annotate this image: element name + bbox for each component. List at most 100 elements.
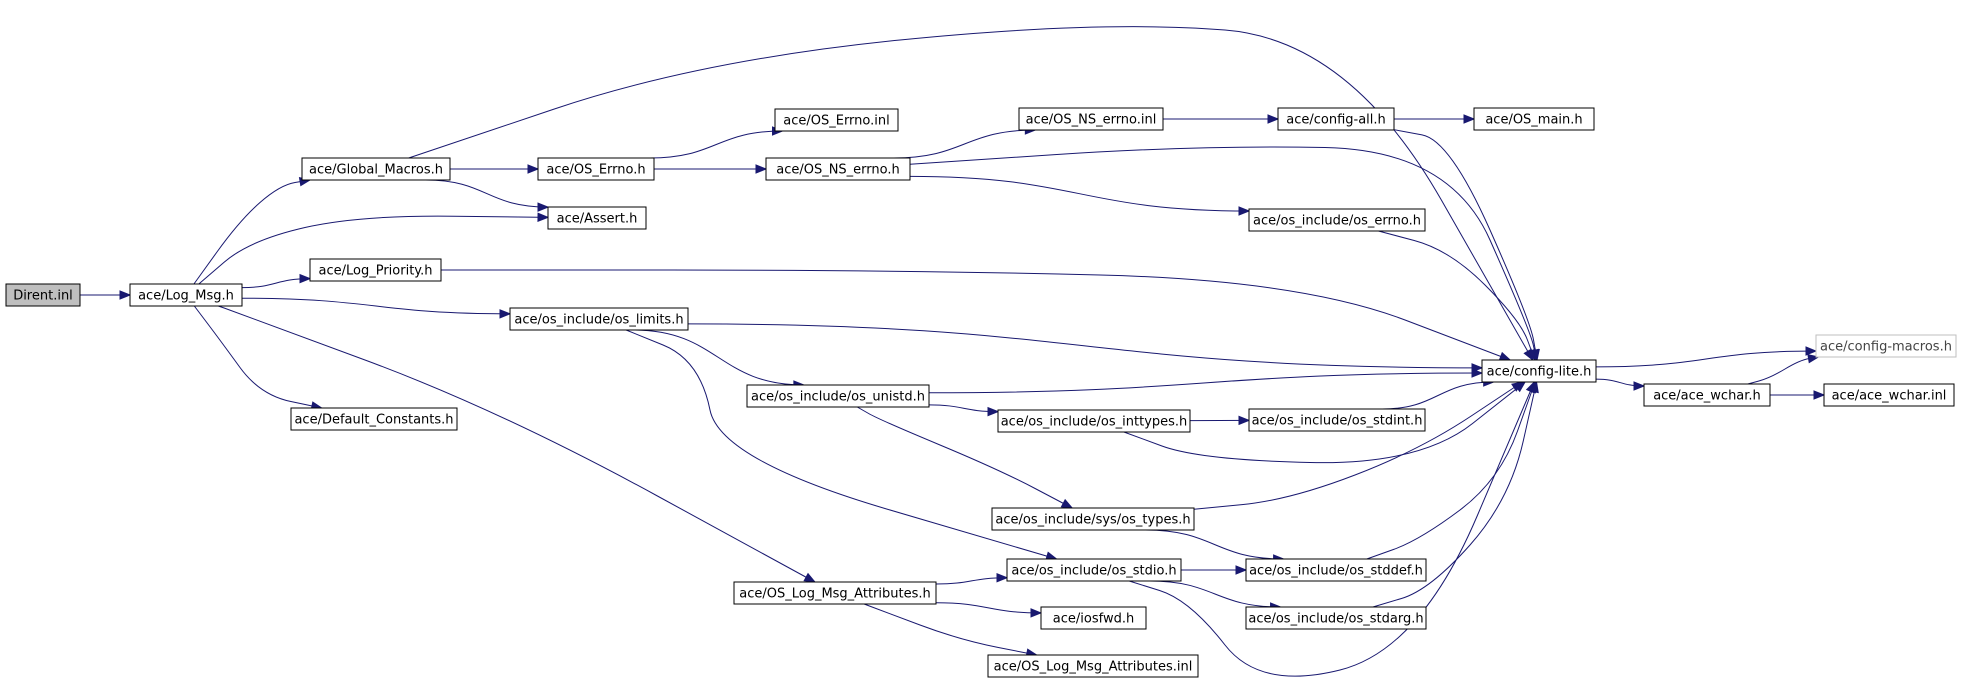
arrowhead — [1267, 114, 1280, 124]
graph-node-assert[interactable]: ace/Assert.h — [547, 206, 647, 230]
arrowhead — [1511, 381, 1524, 392]
graph-node-iosfwd[interactable]: ace/iosfwd.h — [1040, 606, 1147, 630]
graph-node-osstdint[interactable]: ace/os_include/os_stdint.h — [1248, 408, 1426, 432]
graph-node-osstdarg[interactable]: ace/os_include/os_stdarg.h — [1245, 606, 1427, 630]
graph-node-acewchar[interactable]: ace/ace_wchar.h — [1643, 383, 1771, 407]
edge-line — [198, 215, 549, 285]
graph-node-osunistd[interactable]: ace/os_include/os_unistd.h — [746, 384, 930, 408]
graph-node-globalmacros[interactable]: ace/Global_Macros.h — [301, 157, 451, 181]
edge-line — [1123, 381, 1526, 464]
graph-edge-configall-to-osmain — [1394, 114, 1476, 124]
edge-line — [1366, 381, 1536, 560]
graph-node-box — [509, 307, 689, 331]
graph-node-defaultconstants[interactable]: ace/Default_Constants.h — [290, 407, 458, 431]
graph-node-systypes[interactable]: ace/os_include/sys/os_types.h — [991, 507, 1195, 531]
graph-edge-configlite-to-acewchar — [1595, 378, 1646, 391]
arrowhead — [1813, 390, 1826, 400]
graph-edge-osstdint-to-configlite — [1382, 377, 1495, 410]
graph-node-label: ace/Assert.h — [557, 212, 638, 227]
graph-node-osstddef[interactable]: ace/os_include/os_stddef.h — [1245, 558, 1427, 582]
graph-edge-osnserrno-to-osnserrnoinl — [893, 125, 1037, 159]
graph-edge-oserrno-to-oserrnoinl — [649, 126, 784, 159]
arrowhead — [1060, 498, 1074, 509]
graph-node-osinttypes[interactable]: ace/os_include/os_inttypes.h — [997, 409, 1191, 433]
graph-node-box — [1245, 606, 1427, 630]
arrowhead — [755, 164, 768, 174]
graph-node-label: ace/OS_NS_errno.h — [776, 163, 900, 178]
edge-line — [909, 175, 1250, 212]
graph-node-oslimits[interactable]: ace/os_include/os_limits.h — [509, 307, 689, 331]
arrowhead — [499, 309, 512, 319]
graph-node-label: ace/os_include/os_stdarg.h — [1248, 612, 1423, 627]
graph-node-box — [547, 206, 647, 230]
graph-node-oserrno[interactable]: ace/OS_Errno.h — [537, 157, 655, 181]
graph-edge-logmsg-to-defaultconstants — [193, 305, 324, 411]
graph-node-label: ace/Global_Macros.h — [309, 163, 443, 178]
graph-node-label: ace/config-macros.h — [1820, 340, 1952, 355]
graph-edge-osinttypes-to-osstdint — [1189, 415, 1251, 426]
graph-node-oserrnoinl[interactable]: ace/OS_Errno.inl — [774, 108, 899, 132]
edge-line — [425, 179, 549, 208]
graph-node-box — [5, 283, 81, 307]
graph-edge-osstdio-to-osstddef — [1181, 565, 1248, 575]
edge-line — [1747, 356, 1819, 385]
graph-node-label: ace/os_include/os_stddef.h — [1249, 564, 1423, 579]
graph-node-logpriority[interactable]: ace/Log_Priority.h — [309, 258, 442, 282]
graph-node-label: ace/os_include/os_errno.h — [1253, 214, 1421, 229]
arrowhead — [996, 572, 1009, 583]
graph-node-label: ace/OS_main.h — [1485, 113, 1582, 128]
graph-node-label: ace/Log_Msg.h — [138, 289, 234, 304]
arrowhead — [803, 572, 817, 583]
edge-line — [893, 129, 1036, 159]
graph-node-acewcharinl[interactable]: ace/ace_wchar.inl — [1823, 383, 1955, 407]
graph-edge-oslogmsgattr-to-oslogmsgattrinl — [863, 603, 1039, 658]
graph-node-box — [129, 283, 243, 307]
graph-node-configlite[interactable]: ace/config-lite.h — [1481, 359, 1597, 383]
graph-node-oslogmsgattrinl[interactable]: ace/OS_Log_Msg_Attributes.inl — [987, 654, 1199, 678]
graph-node-osmain[interactable]: ace/OS_main.h — [1473, 107, 1595, 131]
edge-line — [193, 179, 311, 285]
graph-node-box — [1815, 334, 1957, 358]
graph-node-box — [1248, 208, 1426, 232]
graph-edge-osunistd-to-configlite — [928, 368, 1484, 394]
graph-edge-acewchar-to-acewcharinl — [1769, 390, 1826, 400]
edge-line — [1372, 381, 1538, 608]
graph-edge-osnserrno-to-oserrnoh — [909, 175, 1251, 216]
graph-node-oslogmsgattr[interactable]: ace/OS_Log_Msg_Attributes.h — [733, 581, 937, 605]
graph-edge-logmsg-to-logpriority — [241, 273, 312, 289]
edge-line — [909, 146, 1538, 361]
edge-line — [1145, 529, 1284, 560]
arrowhead — [1238, 206, 1251, 216]
arrowhead — [1526, 348, 1536, 362]
graph-node-label: ace/os_include/sys/os_types.h — [995, 513, 1190, 528]
graph-node-box — [1473, 107, 1595, 131]
graph-node-oserrnoh[interactable]: ace/os_include/os_errno.h — [1248, 208, 1426, 232]
edge-line — [1378, 230, 1536, 361]
graph-node-box — [1018, 107, 1164, 131]
graph-node-box — [1643, 383, 1771, 407]
graph-node-box — [1248, 408, 1426, 432]
graph-node-box — [991, 507, 1195, 531]
graph-edge-osstdarg-to-configlite — [1372, 380, 1539, 608]
graph-edge-logmsg-to-assert — [198, 212, 550, 285]
edge-line — [928, 372, 1483, 394]
graph-node-box — [309, 258, 442, 282]
edge-line — [241, 297, 511, 315]
arrowhead — [1498, 351, 1512, 361]
graph-edge-osunistd-to-systypes — [857, 406, 1074, 509]
arrowhead — [299, 273, 312, 284]
graph-node-configall[interactable]: ace/config-all.h — [1277, 107, 1395, 131]
graph-node-logmsg[interactable]: ace/Log_Msg.h — [129, 283, 243, 307]
graph-node-osnserrnoinl[interactable]: ace/OS_NS_errno.inl — [1018, 107, 1164, 131]
graph-node-osstdio[interactable]: ace/os_include/os_stdio.h — [1006, 558, 1182, 582]
graph-node-osnserrno[interactable]: ace/OS_NS_errno.h — [765, 157, 911, 181]
arrowhead — [537, 202, 550, 212]
graph-node-box — [1245, 558, 1427, 582]
graph-node-label: ace/OS_NS_errno.inl — [1026, 113, 1157, 128]
graph-node-label: ace/config-all.h — [1286, 113, 1386, 128]
edge-line — [1382, 381, 1494, 410]
edge-line — [1393, 129, 1538, 361]
graph-node-box — [774, 108, 899, 132]
graph-node-label: ace/OS_Log_Msg_Attributes.inl — [994, 660, 1193, 675]
